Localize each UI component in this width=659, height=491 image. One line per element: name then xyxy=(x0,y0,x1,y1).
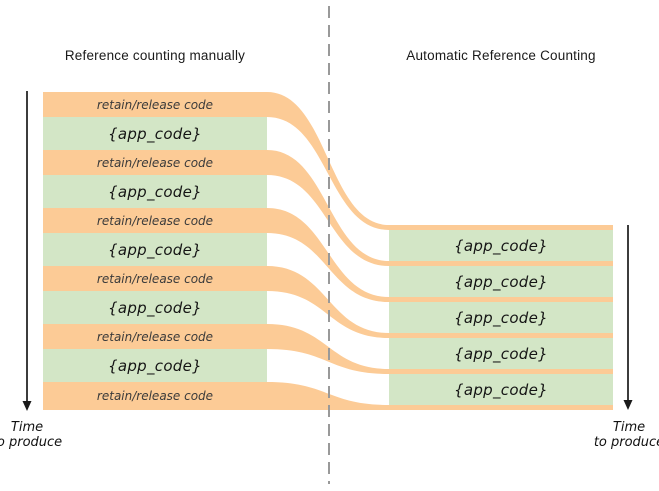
app-code-bar-label: {app_code} xyxy=(454,380,548,399)
app-code-bar: {app_code} xyxy=(43,349,267,382)
retain-release-bar: retain/release code xyxy=(43,150,267,175)
app-code-bar-label: {app_code} xyxy=(108,182,202,201)
left-column-title: Reference counting manually xyxy=(64,48,246,63)
app-code-bar: {app_code} xyxy=(43,117,267,150)
time-label-line2: to produce xyxy=(0,435,63,450)
right-time-arrow xyxy=(623,225,633,410)
right-time-arrowhead-icon xyxy=(623,400,633,410)
time-label-line2: to produce xyxy=(593,435,659,450)
retain-release-bar-label: retain/release code xyxy=(96,213,214,228)
app-code-bar-label: {app_code} xyxy=(108,124,202,143)
app-code-bar: {app_code} xyxy=(43,175,267,208)
app-code-bar: {app_code} xyxy=(389,302,613,333)
left-time-axis-label: Time to produce xyxy=(0,420,77,450)
retain-release-bar: retain/release code xyxy=(43,382,267,410)
app-code-bar: {app_code} xyxy=(43,233,267,266)
retain-release-bar: retain/release code xyxy=(43,266,267,291)
retain-release-bar: retain/release code xyxy=(43,324,267,349)
app-code-bar: {app_code} xyxy=(389,338,613,369)
right-time-axis-label: Time to produce xyxy=(579,420,659,450)
app-code-bar-label: {app_code} xyxy=(108,240,202,259)
right-column-title: Automatic Reference Counting xyxy=(406,48,596,63)
retain-release-bar: retain/release code xyxy=(43,92,267,117)
retain-release-bar-label: retain/release code xyxy=(96,155,214,170)
retain-release-bar: retain/release code xyxy=(43,208,267,233)
app-code-bar-label: {app_code} xyxy=(454,344,548,363)
left-time-arrowhead-icon xyxy=(22,401,32,411)
retain-release-bar-label: retain/release code xyxy=(96,97,214,112)
app-code-bar-label: {app_code} xyxy=(454,236,548,255)
app-code-bar-label: {app_code} xyxy=(454,308,548,327)
app-code-bar: {app_code} xyxy=(43,291,267,324)
time-label-line1: Time xyxy=(10,420,44,435)
app-code-bar-label: {app_code} xyxy=(454,272,548,291)
retain-release-bar-label: retain/release code xyxy=(96,271,214,286)
app-code-bar-label: {app_code} xyxy=(108,298,202,317)
left-time-arrow xyxy=(22,91,32,411)
app-code-bar: {app_code} xyxy=(389,266,613,297)
time-label-line1: Time xyxy=(612,420,646,435)
app-code-bar: {app_code} xyxy=(389,230,613,261)
app-code-bar: {app_code} xyxy=(389,374,613,405)
retain-release-bar-label: retain/release code xyxy=(96,389,214,403)
retain-release-bar-label: retain/release code xyxy=(96,329,214,344)
app-code-bar-label: {app_code} xyxy=(108,356,202,375)
